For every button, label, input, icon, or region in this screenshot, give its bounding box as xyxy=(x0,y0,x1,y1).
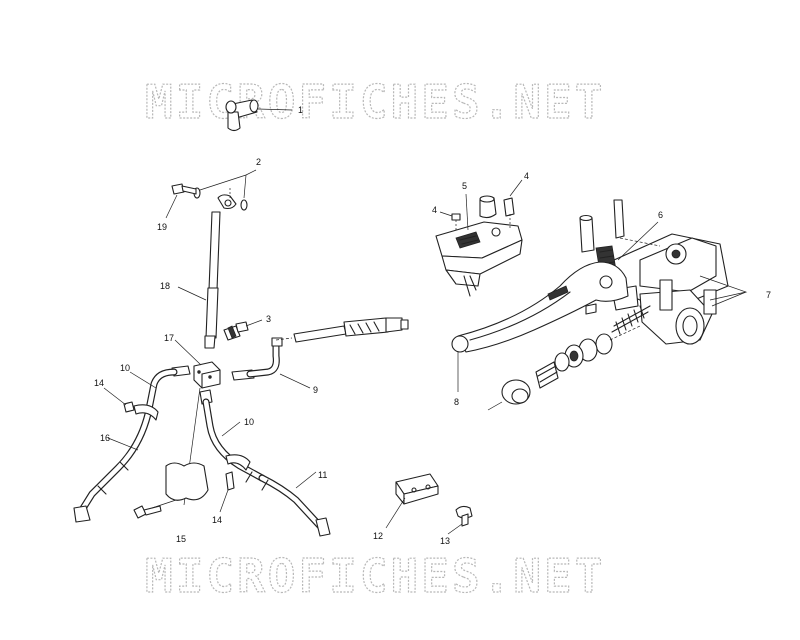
callout-18: 18 xyxy=(160,281,170,291)
leader-1 xyxy=(257,108,293,111)
leader-2b xyxy=(243,174,247,199)
callout-14-left: 14 xyxy=(94,378,104,388)
part-tee-fitting xyxy=(225,99,259,132)
callout-16: 16 xyxy=(100,433,110,443)
leader-2a xyxy=(199,169,257,191)
leader-11 xyxy=(295,471,317,489)
leader-7b xyxy=(711,291,747,307)
leader-16 xyxy=(107,437,139,451)
part-piston-assembly xyxy=(487,305,651,411)
leader-15 xyxy=(151,499,177,509)
callout-9: 9 xyxy=(313,385,318,395)
callout-6: 6 xyxy=(658,210,663,220)
leader-13 xyxy=(447,523,463,535)
callout-19: 19 xyxy=(157,222,167,232)
part-brake-lever xyxy=(451,261,629,353)
part-bracket xyxy=(395,473,439,505)
part-left-clip xyxy=(123,401,159,421)
leader-6 xyxy=(617,221,659,261)
callout-7: 7 xyxy=(766,290,771,300)
callout-12: 12 xyxy=(373,531,383,541)
callout-14-right: 14 xyxy=(212,515,222,525)
leader-5 xyxy=(465,193,469,231)
callout-5: 5 xyxy=(462,181,467,191)
part-banjo-bolt xyxy=(171,183,197,195)
callout-11: 11 xyxy=(318,470,327,480)
leader-19 xyxy=(165,194,178,219)
callout-3: 3 xyxy=(266,314,271,324)
callout-1: 1 xyxy=(298,105,303,115)
part-junction-block xyxy=(193,361,221,389)
callout-17: 17 xyxy=(164,333,174,343)
leader-7c xyxy=(619,237,661,247)
callout-2: 2 xyxy=(256,157,261,167)
leader-10b xyxy=(221,421,241,437)
callout-4-right: 4 xyxy=(524,171,529,181)
part-brake-line xyxy=(204,211,221,349)
part-mounting-pad xyxy=(133,462,209,519)
watermark-top: MICROFICHES.NET xyxy=(145,75,605,129)
part-washers xyxy=(193,187,248,211)
leader-4a xyxy=(439,211,453,217)
part-right-hose xyxy=(199,389,331,537)
leader-18 xyxy=(177,286,207,301)
leader-12 xyxy=(385,497,406,529)
callout-8: 8 xyxy=(454,397,459,407)
part-cap-screw xyxy=(479,195,515,228)
callout-10-right: 10 xyxy=(244,417,254,427)
watermark-bottom: MICROFICHES.NET xyxy=(145,549,605,603)
leader-14a xyxy=(103,387,127,406)
leader-14b xyxy=(219,489,229,513)
part-reservoir-cover xyxy=(435,221,523,297)
callout-10-left: 10 xyxy=(120,363,130,373)
leader-9 xyxy=(279,373,311,389)
leader-10a xyxy=(129,371,157,389)
part-right-clip xyxy=(225,454,251,491)
part-upper-hose xyxy=(231,317,409,381)
leader-17 xyxy=(174,339,202,366)
leader-3 xyxy=(245,319,263,327)
part-fitting xyxy=(223,321,249,341)
callout-13: 13 xyxy=(440,536,450,546)
part-screw xyxy=(455,505,473,527)
callout-4-left: 4 xyxy=(432,205,437,215)
callout-15: 15 xyxy=(176,534,186,544)
part-screw-left xyxy=(451,213,461,230)
leader-4b xyxy=(509,179,523,197)
